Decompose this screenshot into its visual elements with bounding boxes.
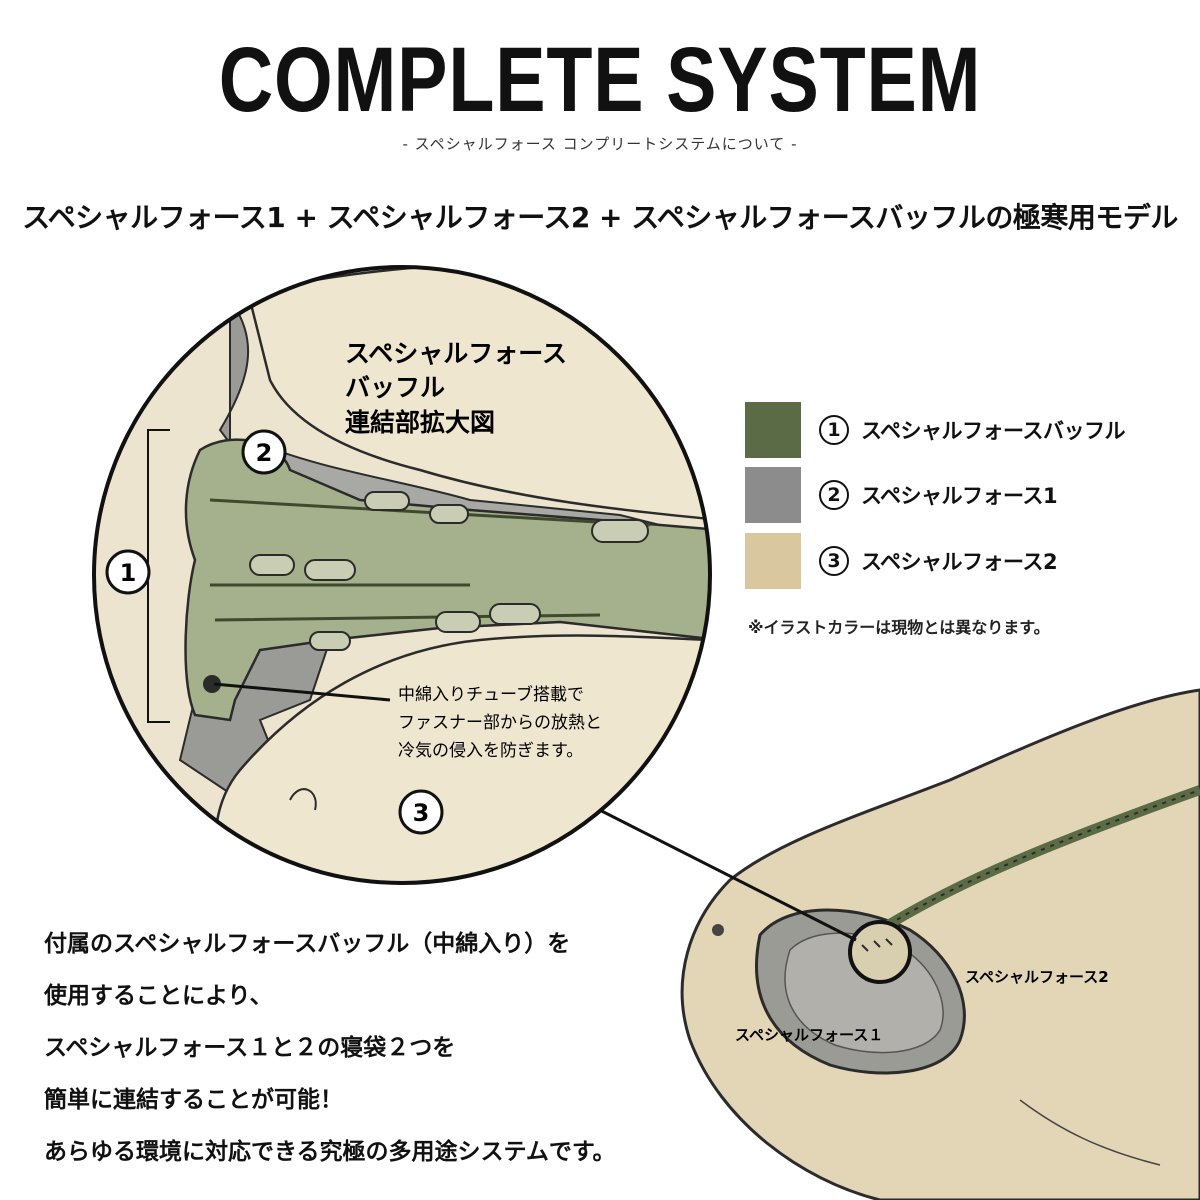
legend-label: スペシャルフォース2 [861,550,1058,574]
zoom-caption: スペシャルフォース バッフル 連結部拡大図 [345,339,567,437]
zoom-detail [94,267,710,883]
svg-text:2: 2 [256,439,273,467]
legend-swatch [745,402,801,458]
marker-2: 2 [241,429,287,475]
legend-swatch [745,467,801,523]
callout-pointer [213,682,391,702]
bag-label-sf1: スペシャルフォース１ [735,1026,883,1044]
color-note: ※イラストカラーは現物とは異なります。 [748,618,1050,637]
svg-text:冷気の侵入を防ぎます。: 冷気の侵入を防ぎます。 [398,741,583,761]
bag-label-sf2: スペシャルフォース2 [965,968,1109,986]
description: 付属のスペシャルフォースバッフル（中綿入り）を 使用することにより、 スペシャル… [44,918,616,1178]
marker-1: 1 [105,549,151,595]
svg-text:ファスナー部からの放熱と: ファスナー部からの放熱と [398,713,602,733]
svg-text:バッフル: バッフル [345,373,445,402]
description-line: 簡単に連結することが可能！ [44,1087,343,1113]
zoom-connector-line [579,798,857,942]
callout-text: 中綿入りチューブ搭載で ファスナー部からの放熱と 冷気の侵入を防ぎます。 [398,684,602,761]
legend-item-sf1: 2 スペシャルフォース1 [745,467,1058,523]
page-subtitle: - スペシャルフォース コンプリートシステムについて - [402,135,798,153]
legend-label: スペシャルフォースバッフル [861,419,1125,443]
sleeping-bag-illustration [680,688,1200,1200]
legend-swatch [745,533,801,589]
legend-number: 2 [819,480,849,510]
legend-number: 3 [819,546,849,576]
description-line: 付属のスペシャルフォースバッフル（中綿入り）を [44,931,571,957]
svg-text:中綿入りチューブ搭載で: 中綿入りチューブ搭載で [398,684,584,705]
marker-3: 3 [398,789,444,835]
legend-number: 1 [819,415,849,445]
legend-item-sf2: 3 スペシャルフォース2 [745,533,1058,589]
svg-text:連結部拡大図: 連結部拡大図 [345,408,495,437]
svg-text:スペシャルフォース: スペシャルフォース [345,339,567,368]
zoom-target-circle [848,920,912,984]
headline: スペシャルフォース1 + スペシャルフォース2 + スペシャルフォースバッフルの… [22,201,1178,234]
description-line: 使用することにより、 [44,983,273,1009]
legend-item-baffle: 1 スペシャルフォースバッフル [745,402,1125,458]
zoom-circle-outline [92,265,712,885]
page-title: COMPLETE SYSTEM [218,29,982,131]
description-line: あらゆる環境に対応できる究極の多用途システムです。 [44,1139,616,1165]
svg-text:1: 1 [120,559,137,587]
description-line: スペシャルフォース１と２の寝袋２つを [44,1035,456,1061]
legend-label: スペシャルフォース1 [861,484,1058,508]
svg-text:3: 3 [413,799,430,827]
